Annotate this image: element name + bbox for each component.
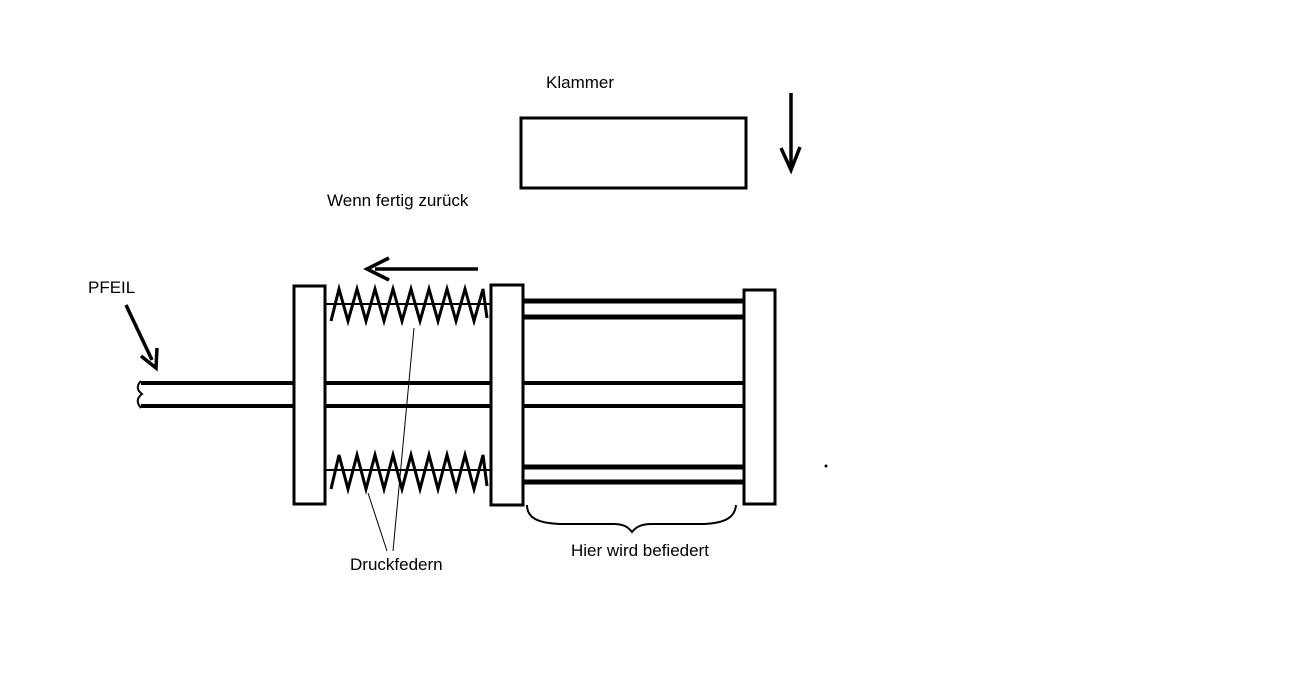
label-fletching-zone: Hier wird befiedert — [571, 541, 709, 560]
label-return-note: Wenn fertig zurück — [327, 191, 469, 210]
fletching-zone-brace — [526, 504, 737, 534]
right-plate — [742, 288, 777, 506]
down-arrow-head — [779, 146, 802, 175]
guide-rails — [524, 298, 744, 485]
bottom-spring-zigzag — [329, 449, 489, 495]
top-spring-zigzag — [329, 283, 489, 327]
label-druckfedern: Druckfedern — [350, 555, 443, 574]
arrow-shaft — [136, 380, 744, 409]
pfeil-arrow-shaft — [124, 304, 154, 361]
compression-springs — [325, 283, 491, 495]
left-plate — [292, 284, 327, 506]
druckfedern-pointer-lines — [367, 327, 415, 552]
middle-plate — [489, 283, 525, 507]
label-klammer: Klammer — [546, 73, 614, 92]
pfeil-arrow-head — [139, 347, 159, 372]
label-pfeil: PFEIL — [88, 278, 135, 297]
clamp-rectangle — [519, 116, 748, 190]
left-arrow-head — [363, 256, 390, 282]
pfeil-pointer-arrow-icon — [124, 304, 159, 372]
pointer-line-top-spring — [392, 327, 415, 552]
shaft-break-squiggle — [136, 380, 144, 409]
down-arrow-icon — [779, 93, 802, 175]
left-arrow-icon — [363, 256, 478, 282]
pointer-line-bottom-spring — [367, 492, 388, 552]
stray-dot — [824, 464, 828, 468]
